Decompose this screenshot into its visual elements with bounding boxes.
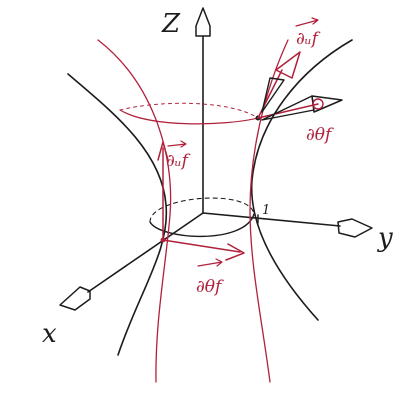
- du-vector-base-arrowhead: [157, 141, 169, 161]
- du-f-top-label: ∂ᵤf: [296, 29, 321, 49]
- x-axis-line: [87, 212, 204, 293]
- hyperboloid-outline: [67, 39, 353, 356]
- dtheta-f-top-label: ∂θf: [306, 125, 334, 145]
- y-axis-line: [202, 212, 341, 227]
- z-axis-arrowhead: [195, 7, 211, 37]
- upper-tangent-vectors: [255, 51, 343, 121]
- y-axis-arrowhead: [337, 218, 373, 238]
- left-profile-curve: [67, 73, 168, 356]
- dtheta-vector-base-arrowhead: [225, 243, 245, 261]
- x-axis-arrowhead: [59, 286, 91, 311]
- left-meridian-curve: [97, 39, 172, 383]
- du-vector-top-arrowhead: [275, 51, 301, 79]
- dtheta-vector-top-ring: [312, 98, 324, 110]
- right-meridian-curve: [249, 39, 289, 383]
- du-vector-top-spread: [261, 77, 285, 113]
- dtheta-vector-top-shaft: [257, 103, 319, 119]
- x-axis-label: x: [42, 319, 57, 349]
- y-axis-label: y: [377, 223, 393, 253]
- dtheta-base-label-overarrow: [197, 258, 223, 267]
- labels: Z y x 1 ∂ᵤf ∂θf ∂ᵤf ∂θf: [42, 9, 393, 349]
- waist-ellipse-back: [149, 197, 255, 223]
- surface-curves: [97, 39, 289, 383]
- dtheta-vector-base-shaft: [162, 239, 241, 253]
- axes: [59, 7, 373, 311]
- du-f-base-label: ∂ᵤf: [166, 151, 191, 171]
- unit-tick-label: 1: [262, 203, 270, 218]
- upper-parallel-back: [119, 102, 259, 119]
- right-profile-curve: [250, 39, 353, 321]
- waist-tangent-vectors: [157, 17, 319, 267]
- waist-ellipse-front: [149, 213, 255, 238]
- du-base-label-overarrow: [167, 140, 187, 148]
- dtheta-f-base-label: ∂θf: [196, 277, 224, 297]
- z-axis-label: Z: [161, 9, 181, 39]
- du-top-label-overarrow: [295, 17, 319, 27]
- upper-parallel-front: [119, 109, 259, 125]
